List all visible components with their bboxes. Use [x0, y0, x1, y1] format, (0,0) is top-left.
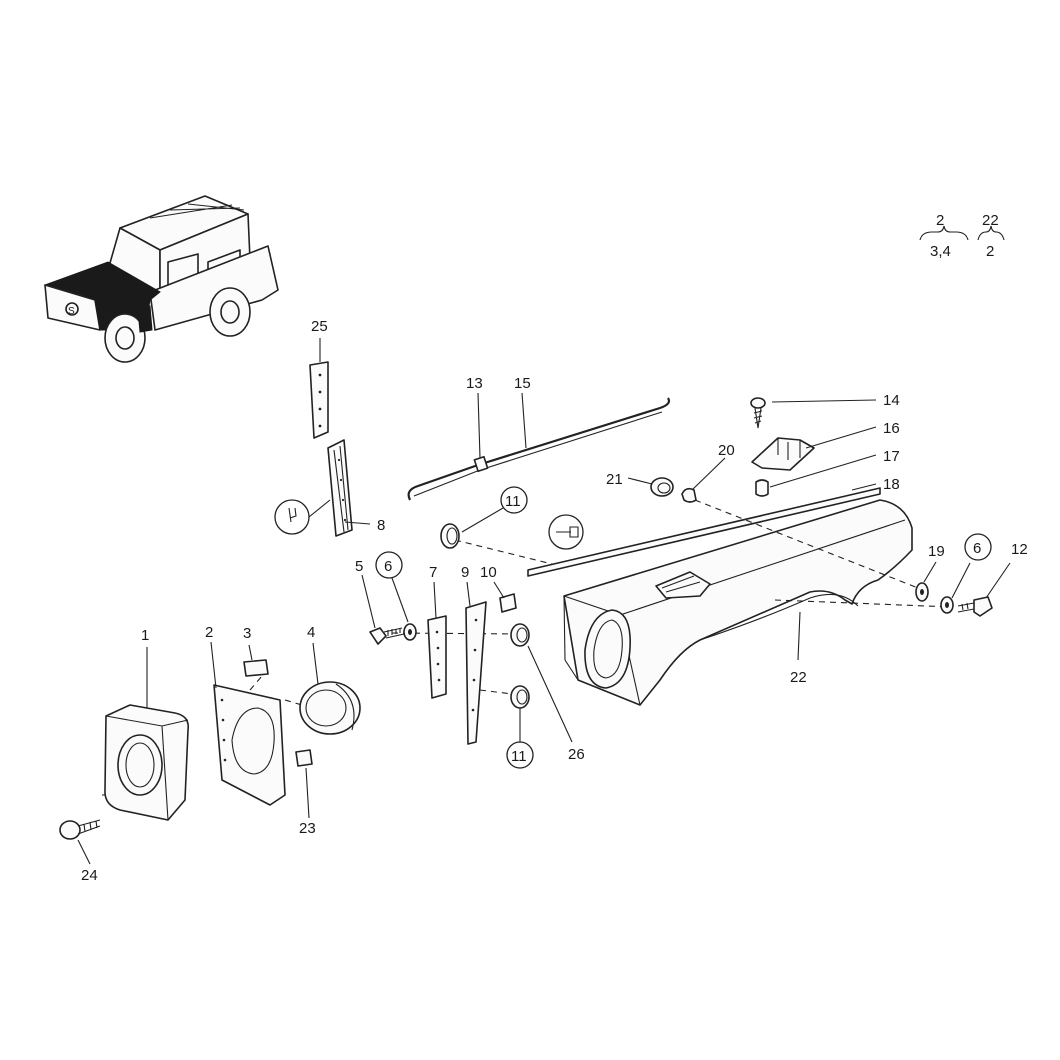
part-7-plate: [427, 615, 447, 699]
callout-11a-ring: [500, 486, 528, 514]
callout-11b-ring: [506, 741, 534, 769]
part-18-strip: [527, 487, 881, 577]
part-25-strip: [309, 361, 329, 439]
assembly-line-11-top: [454, 539, 553, 565]
callout-6a: 6: [384, 558, 392, 575]
part-15-rod: [407, 397, 671, 501]
leader-5: [361, 574, 376, 629]
part-11-stopper-low: [510, 685, 530, 709]
leader-9: [466, 581, 471, 607]
part-16-hinge: [751, 437, 815, 471]
leader-2: [210, 641, 217, 689]
callout-12: 12: [1011, 541, 1028, 558]
callout-1: 1: [141, 627, 149, 644]
part-6-washer-left: [403, 623, 417, 641]
legend-b-top: 22: [982, 212, 999, 229]
leader-26: [527, 645, 573, 743]
assembly-line-3-2: [249, 675, 263, 691]
leader-24: [77, 839, 91, 865]
callout-7: 7: [429, 564, 437, 581]
callout-3: 3: [243, 625, 251, 642]
legend-group-a: 2 3,4: [919, 212, 969, 260]
part-9-hinge-plate: [465, 601, 487, 745]
leader-17: [769, 454, 877, 488]
callout-6b-ring: [964, 533, 992, 561]
leader-20: [691, 457, 726, 491]
part-2-bracket: [213, 684, 286, 806]
legend-a-top: 2: [936, 212, 944, 229]
part-14-screw: [750, 397, 766, 429]
callout-6b: 6: [973, 540, 981, 557]
callout-20: 20: [718, 442, 735, 459]
leader-15: [521, 392, 527, 449]
callout-23: 23: [299, 820, 316, 837]
callout-16: 16: [883, 420, 900, 437]
part-4-ring: [299, 681, 361, 735]
leader-8: [344, 521, 371, 525]
callout-22: 22: [790, 669, 807, 686]
leader-21: [627, 477, 653, 485]
callout-18: 18: [883, 476, 900, 493]
leader-18: [851, 483, 877, 491]
assembly-line-19-12: [774, 599, 953, 608]
part-10-clip: [499, 593, 517, 613]
part-3-clip: [243, 659, 269, 677]
leader-4: [312, 642, 319, 685]
legend-group-b: 22 2: [977, 212, 1005, 260]
leader-14: [771, 399, 877, 403]
callout-8: 8: [377, 517, 385, 534]
leader-6b: [951, 562, 971, 599]
leader-6a: [391, 577, 409, 623]
legend-b-bottom: 2: [986, 243, 994, 260]
part-23-clip: [295, 749, 313, 767]
callout-5: 5: [355, 558, 363, 575]
assembly-line-20-19: [694, 499, 919, 589]
callout-11a: 11: [505, 493, 521, 510]
leader-13: [477, 392, 481, 459]
callout-4: 4: [307, 624, 315, 641]
part-6-washer-right: [940, 596, 954, 614]
part-20-clip: [681, 487, 697, 503]
callout-15: 15: [514, 375, 531, 392]
leader-12: [985, 562, 1011, 599]
callout-13: 13: [466, 375, 483, 392]
part-22-fender: [548, 499, 913, 706]
part-11-stopper-top: [440, 523, 460, 549]
leader-7: [433, 581, 437, 619]
part-5-bolt: [369, 627, 405, 645]
part-19-washer: [915, 582, 929, 602]
part-11-stopper-mid: [510, 623, 530, 647]
leader-22: [797, 611, 801, 661]
callout-10: 10: [480, 564, 497, 581]
callout-2: 2: [205, 624, 213, 641]
leader-19: [923, 561, 937, 583]
leader-23: [305, 767, 310, 819]
vehicle-badge: S: [68, 306, 75, 317]
callout-25: 25: [311, 318, 328, 335]
part-24-screw: [59, 819, 101, 840]
leader-10: [493, 581, 505, 599]
assembly-line-2-4: [284, 699, 303, 706]
callout-9: 9: [461, 564, 469, 581]
callout-6a-ring: [375, 551, 403, 579]
callout-14: 14: [883, 392, 900, 409]
legend-a-bottom: 3,4: [930, 243, 951, 260]
callout-19: 19: [928, 543, 945, 560]
leader-16: [805, 426, 877, 449]
leader-3: [248, 644, 253, 661]
part-8-seal-strip: [274, 439, 353, 537]
part-12-bolt: [957, 596, 993, 617]
leader-11a: [461, 507, 504, 533]
callout-21: 21: [606, 471, 623, 488]
callout-24: 24: [81, 867, 98, 884]
part-21-grommet: [650, 477, 674, 497]
part-17-spacer: [755, 479, 769, 497]
part-1-housing: [104, 704, 190, 821]
callout-17: 17: [883, 448, 900, 465]
vehicle-thumbnail: S: [43, 195, 279, 363]
callout-26: 26: [568, 746, 585, 763]
callout-11b: 11: [511, 748, 527, 765]
